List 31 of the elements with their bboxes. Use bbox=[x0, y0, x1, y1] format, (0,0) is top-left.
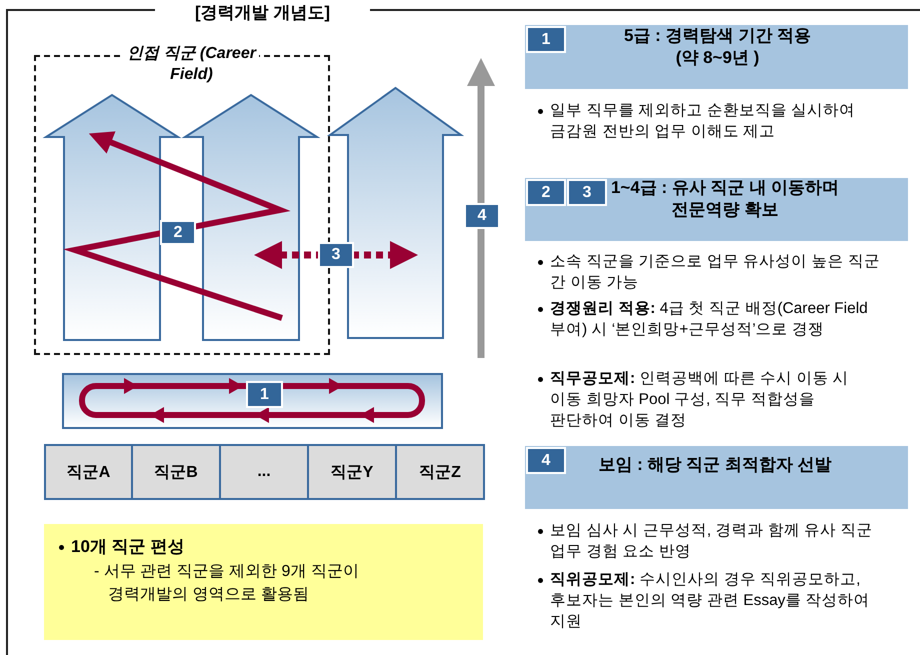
bullet-text: 직위공모제: 수시인사의 경우 직위공모하고, 후보자는 본인의 역량 관련 Essay를 작성하여 지원 bbox=[537, 569, 882, 632]
header-text: 보임 : 해당 직군 최적합자 선발 bbox=[597, 454, 833, 476]
job-group-cell: 직군Y bbox=[307, 444, 397, 500]
bullet-text: 소속 직군을 기준으로 업무 유사성이 높은 직군 간 이동 가능 bbox=[537, 251, 882, 293]
job-group-cell: 직군A bbox=[44, 444, 133, 500]
number-badge: 1 bbox=[526, 26, 566, 53]
diagram-title: [경력개발 개념도] bbox=[194, 2, 332, 24]
header-text: 1~4급 : 유사 직군 내 이동하며 전문역량 확보 bbox=[610, 177, 840, 221]
job-group-cell: 직군Z bbox=[395, 444, 485, 500]
edge-label: 3 bbox=[318, 242, 354, 268]
number-badge: 2 bbox=[526, 179, 566, 206]
bullet-text: 보임 심사 시 근무성적, 경력과 함께 유사 직군 업무 경험 요소 반영 bbox=[537, 520, 882, 562]
header-band bbox=[525, 25, 908, 89]
note-heading: 10개 직군 편성 bbox=[58, 536, 458, 557]
zigzag-arrow bbox=[63, 131, 291, 321]
job-group-cell: ... bbox=[219, 444, 309, 500]
header-band bbox=[525, 446, 908, 509]
job-group-cell: 직군B bbox=[131, 444, 221, 500]
number-badge: 1 bbox=[246, 381, 283, 408]
header-text: 5급 : 경력탐색 기간 적용 (약 8~9년 ) bbox=[622, 25, 812, 69]
header-band bbox=[525, 178, 908, 241]
note-box bbox=[44, 524, 483, 640]
bullet-text: 경쟁원리 적용: 4급 첫 직군 배정(Career Field 부여) 시 ‘본인희망+근무성적’으로 경쟁 bbox=[537, 298, 882, 340]
edge-label: 2 bbox=[160, 220, 196, 245]
number-badge: 3 bbox=[567, 179, 607, 206]
number-badge: 4 bbox=[526, 447, 566, 474]
bullet-text: 직무공모제: 인력공백에 따른 수시 이동 시 이동 희망자 Pool 구성, 직무 적합성을 판단하여 이동 결정 bbox=[537, 368, 882, 431]
group-title: 인접 직군 (Career Field) bbox=[124, 43, 259, 85]
note-text: - 서무 관련 직군을 제외한 9개 직군이 경력개발의 영역으로 활용됨 bbox=[94, 562, 360, 605]
number-badge: 4 bbox=[464, 203, 500, 229]
bullet-text: 일부 직무를 제외하고 순환보직을 실시하여 금감원 전반의 업무 이해도 제고 bbox=[537, 100, 882, 142]
